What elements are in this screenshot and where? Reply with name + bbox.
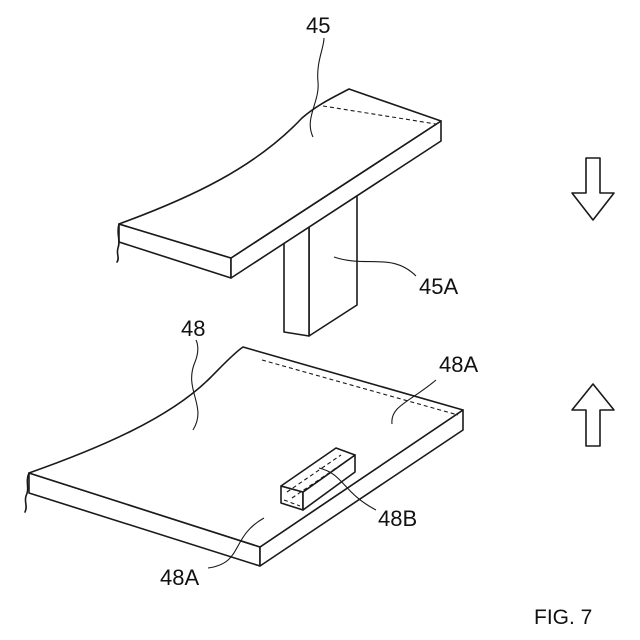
plate-45-break-line	[117, 224, 119, 262]
label-45: 45	[306, 13, 330, 38]
lower-plate-48	[25, 347, 463, 566]
upper-member-45	[117, 89, 441, 336]
figure-caption: FIG. 7	[534, 606, 592, 629]
label-48: 48	[181, 316, 205, 341]
label-45a: 45A	[419, 274, 458, 299]
arrow-down-icon	[572, 158, 614, 220]
label-48a-bottom: 48A	[160, 565, 199, 590]
label-48b: 48B	[378, 506, 417, 531]
label-48a-top: 48A	[439, 352, 478, 377]
arrow-up-icon	[572, 384, 614, 446]
